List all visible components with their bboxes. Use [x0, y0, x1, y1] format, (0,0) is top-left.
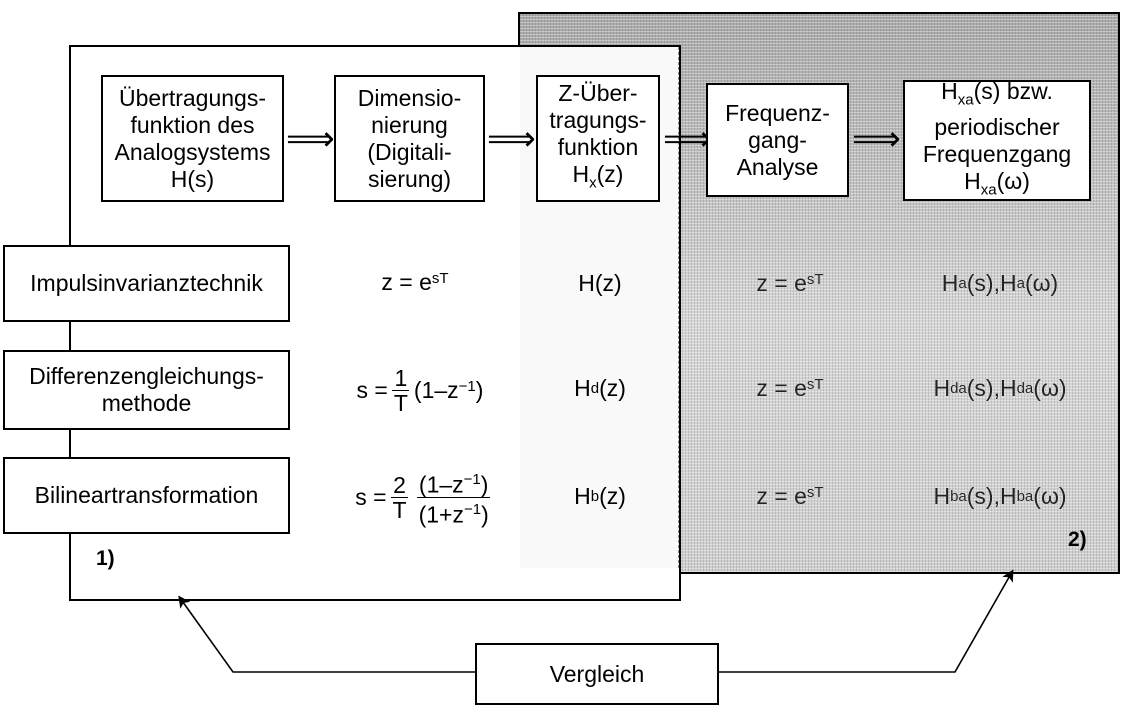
comparison-label: Vergleich [549, 660, 645, 687]
comparison-box: Vergleich [475, 643, 719, 705]
method-label: Impulsinvarianztechnik [30, 270, 263, 296]
method-label-line1: Differenzengleichungs- [29, 363, 264, 389]
box1-line1: Übertragungs- [118, 84, 267, 111]
method-bilinear-transform: Bilineartransformation [3, 457, 290, 534]
arrow-to-panel1 [178, 595, 475, 673]
box5-line2: periodischer [934, 113, 1060, 140]
z-transfer-function-box: Z-Über- tragungs- funktion Hx(z) [536, 75, 660, 202]
arrow-to-panel2 [719, 569, 1014, 673]
frequency-analysis-box: Frequenz- gang- Analyse [706, 83, 849, 197]
box1-line3: Analogsystems [114, 138, 271, 165]
box1-line2: funktion des [130, 111, 255, 138]
box3-line3: funktion [557, 134, 639, 161]
arrow-3: ⟹ [663, 120, 712, 158]
box4-line3: Analyse [736, 153, 819, 180]
box2-line4: sierung) [367, 165, 452, 192]
box4-line1: Frequenz- [725, 99, 830, 126]
box5-line4: Hxa(ω) [964, 167, 1030, 199]
box5-line3: Frequenzgang [922, 140, 1072, 167]
box1-line4: H(s) [170, 165, 215, 192]
method-difference-equation: Differenzengleichungs- methode [3, 350, 290, 430]
method-label: Bilineartransformation [34, 482, 259, 508]
box3-line2: tragungs- [549, 107, 647, 134]
arrow-4: ⟹ [852, 120, 901, 158]
dimensioning-box: Dimensio- nierung (Digitali- sierung) [334, 75, 485, 202]
arrow-1: ⟹ [286, 120, 335, 158]
method-label-line2: methode [101, 390, 192, 416]
arrow-2: ⟹ [487, 120, 536, 158]
box2-line2: nierung [371, 111, 448, 138]
analog-transfer-function-box: Übertragungs- funktion des Analogsystems… [101, 75, 284, 202]
method-impulse-invariance: Impulsinvarianztechnik [3, 245, 290, 322]
box3-line1: Z-Über- [558, 80, 638, 107]
box2-line3: (Digitali- [367, 138, 452, 165]
box2-line1: Dimensio- [357, 84, 462, 111]
frequency-response-box: Hxa(s) bzw. periodischer Frequenzgang Hx… [903, 77, 1091, 201]
z-function-impulse: H(z) [578, 269, 622, 296]
panel2-label: 2) [1068, 528, 1087, 551]
box5-line1: Hxa(s) bzw. [941, 77, 1053, 109]
panel1-label: 1) [96, 547, 115, 570]
box3-line4: Hx(z) [572, 161, 624, 192]
box4-line2: gang- [748, 126, 807, 153]
